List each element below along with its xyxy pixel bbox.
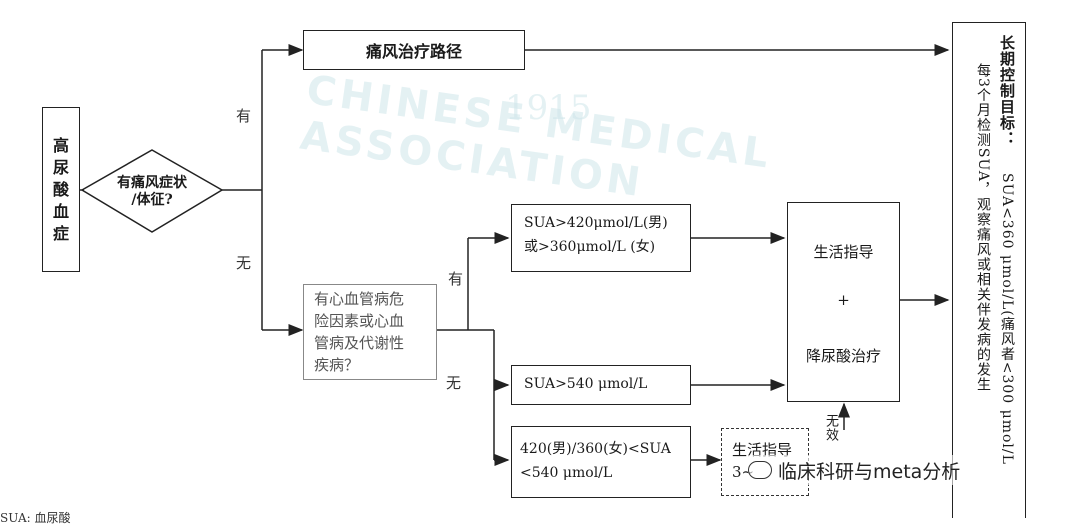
long-term-goal-box: 长期控制目标： SUA<360 μmol/L(痛风者<300 μmol/L 每3… [952, 22, 1026, 518]
sua-mid-box: 420(男)/360(女)<SUA <540 μmol/L [511, 426, 691, 498]
urate-lowering-label: 降尿酸治疗 [805, 347, 881, 365]
cv-risk-question-box: 有心血管病危 险因素或心血 管病及代谢性 疾病？ [303, 284, 437, 380]
sua-540-label: SUA>540 μmol/L [524, 376, 648, 392]
lifestyle-treatment-box: 生活指导 + 降尿酸治疗 [787, 202, 900, 402]
goal-target-text: SUA<360 μmol/L(痛风者<300 μmol/L [999, 173, 1015, 465]
hyperuricemia-box: 高 尿 酸 血 症 [42, 107, 80, 272]
gout-symptom-question: 有痛风症状 /体征? [117, 174, 187, 209]
sua-high-box: SUA>420μmol/L(男) 或>360μmol/L (女) [511, 204, 691, 272]
hyperuricemia-label: 高 尿 酸 血 症 [52, 135, 69, 243]
edge-label-yes-gout: 有 [236, 107, 252, 125]
lifestyle-guidance-label: 生活指导 [813, 243, 874, 261]
watermark-year: 1915 [505, 88, 592, 128]
cv-risk-question-label: 有心血管病危 险因素或心血 管病及代谢性 疾病？ [314, 290, 405, 374]
edge-label-yes-cv: 有 [448, 270, 464, 288]
brand-name: 临床科研与meta分析 [778, 460, 961, 483]
wechat-icon [748, 461, 772, 479]
edge-label-ineffective: 无效 [823, 414, 838, 442]
gout-treatment-path-label: 痛风治疗路径 [365, 42, 462, 61]
gout-treatment-path-box: 痛风治疗路径 [303, 30, 525, 70]
brand-overlay: 临床科研与meta分析 [748, 455, 961, 485]
decision-diamond-shape [80, 149, 224, 233]
plus-sign: + [837, 291, 850, 309]
goal-title: 长期控制目标： [998, 35, 1016, 147]
goal-monitor-text: 每3个月检测SUA，观察痛风或相关伴发病的发生 [975, 63, 991, 392]
sua-540-box: SUA>540 μmol/L [511, 365, 691, 405]
sua-mid-label: 420(男)/360(女)<SUA <540 μmol/L [520, 441, 671, 481]
sua-high-label: SUA>420μmol/L(男) 或>360μmol/L (女) [524, 215, 668, 255]
edge-label-no-cv: 无 [446, 374, 462, 392]
edge-label-no-gout: 无 [236, 254, 252, 272]
